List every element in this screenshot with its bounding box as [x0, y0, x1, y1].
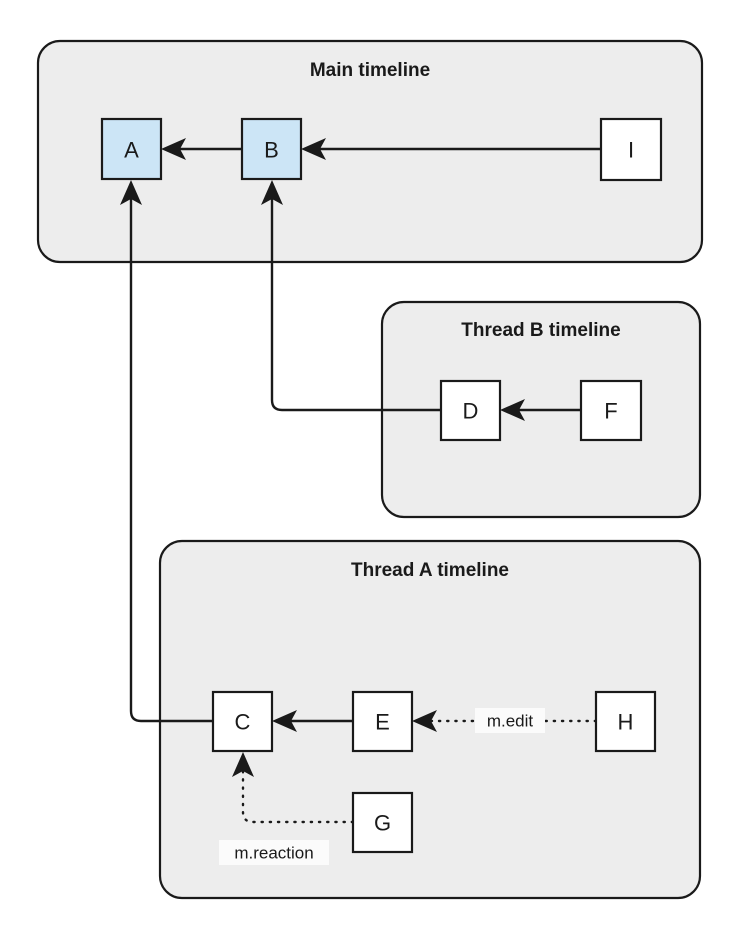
- arrowhead-into-A-left: [161, 138, 186, 160]
- group-main-timeline-box: [36, 39, 704, 264]
- arrowhead-into-A-bottom: [120, 180, 142, 205]
- arrowhead-into-B-left: [301, 138, 326, 160]
- node-G-box: [351, 791, 414, 854]
- node-B[interactable]: B: [240, 117, 303, 181]
- node-C-box: [211, 690, 274, 753]
- node-D[interactable]: D: [439, 379, 502, 442]
- node-C-label: C: [235, 710, 251, 735]
- node-F-label: F: [604, 399, 617, 424]
- arrowhead-into-C-left: [272, 710, 297, 732]
- arrowhead-into-D-left: [500, 399, 525, 421]
- node-C[interactable]: C: [211, 690, 274, 753]
- node-E-label: E: [375, 710, 390, 735]
- arrowheads-layer: [120, 138, 525, 777]
- group-thread-b-timeline-title: Thread B timeline: [461, 320, 620, 341]
- edge-label-m-reaction-bg: [219, 840, 329, 865]
- node-E-box: [351, 690, 414, 753]
- edge-label-m-edit-text: m.edit: [487, 712, 534, 731]
- node-A-label: A: [124, 138, 139, 163]
- group-thread-a-timeline-title: Thread A timeline: [351, 560, 509, 581]
- node-F[interactable]: F: [579, 379, 643, 442]
- group-main-timeline-title: Main timeline: [310, 60, 430, 81]
- node-D-label: D: [463, 399, 479, 424]
- arrowhead-into-E-left: [412, 710, 437, 732]
- arrowhead-into-C-bottom: [232, 752, 254, 777]
- node-B-box: [240, 117, 303, 181]
- group-main-timeline[interactable]: Main timeline: [36, 39, 704, 264]
- node-H-box: [594, 690, 657, 753]
- edge-label-m-reaction-text: m.reaction: [234, 844, 313, 863]
- edge-C-to-A[interactable]: [129, 191, 213, 723]
- node-E[interactable]: E: [351, 690, 414, 753]
- edge-label-m-reaction: m.reaction: [219, 840, 329, 865]
- node-H-label: H: [618, 710, 634, 735]
- edge-label-m-edit: m.edit: [475, 708, 545, 733]
- node-H[interactable]: H: [594, 690, 657, 753]
- node-I-label: I: [628, 138, 634, 163]
- node-B-label: B: [264, 138, 279, 163]
- node-F-box: [579, 379, 643, 442]
- arrowhead-into-B-bottom: [261, 180, 283, 205]
- node-G-label: G: [374, 811, 391, 836]
- edges-layer: [129, 147, 601, 824]
- node-A-box: [100, 117, 163, 181]
- edge-G-to-C[interactable]: [241, 761, 355, 824]
- node-I[interactable]: I: [599, 117, 663, 182]
- edge-D-to-B[interactable]: [270, 191, 441, 412]
- node-A[interactable]: A: [100, 117, 163, 181]
- node-D-box: [439, 379, 502, 442]
- node-G[interactable]: G: [351, 791, 414, 854]
- node-I-box: [599, 117, 663, 182]
- edge-label-m-edit-bg: [475, 708, 545, 733]
